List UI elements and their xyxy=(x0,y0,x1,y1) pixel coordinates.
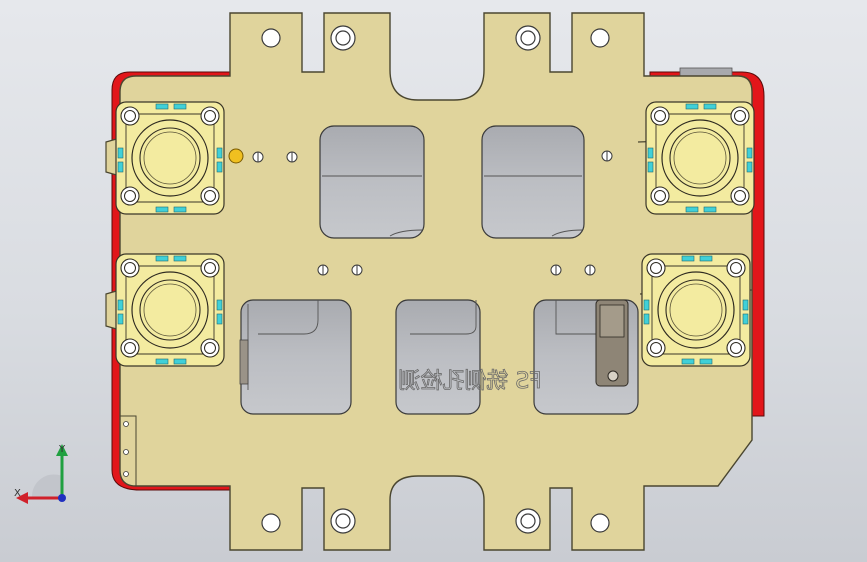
side-plate-outline xyxy=(120,415,137,486)
side-screws xyxy=(123,421,129,477)
pocket-mid-center xyxy=(395,299,481,415)
pocket-top-right xyxy=(481,125,585,239)
clamp-top-right[interactable] xyxy=(645,101,755,215)
coordinate-triad: X Y xyxy=(14,444,68,504)
y-axis-label: Y xyxy=(58,444,66,455)
pin-hole-slots xyxy=(257,151,608,275)
fixture-plate[interactable] xyxy=(119,12,753,551)
clamp-mid-right[interactable] xyxy=(641,253,751,367)
clamp-mid-left[interactable] xyxy=(115,253,225,367)
pocket-mid-left xyxy=(240,299,352,415)
clamp-assemblies[interactable] xyxy=(115,101,755,367)
reference-marker[interactable] xyxy=(228,148,244,164)
pocket-top-left xyxy=(319,125,425,239)
top-holes xyxy=(261,25,610,51)
engraved-text: FS 铣侧孔检测 xyxy=(398,369,541,394)
x-axis-label: X xyxy=(14,488,21,499)
sensor-bracket[interactable] xyxy=(239,299,629,387)
bottom-holes xyxy=(261,508,610,534)
clamp-top-left[interactable] xyxy=(115,101,225,215)
